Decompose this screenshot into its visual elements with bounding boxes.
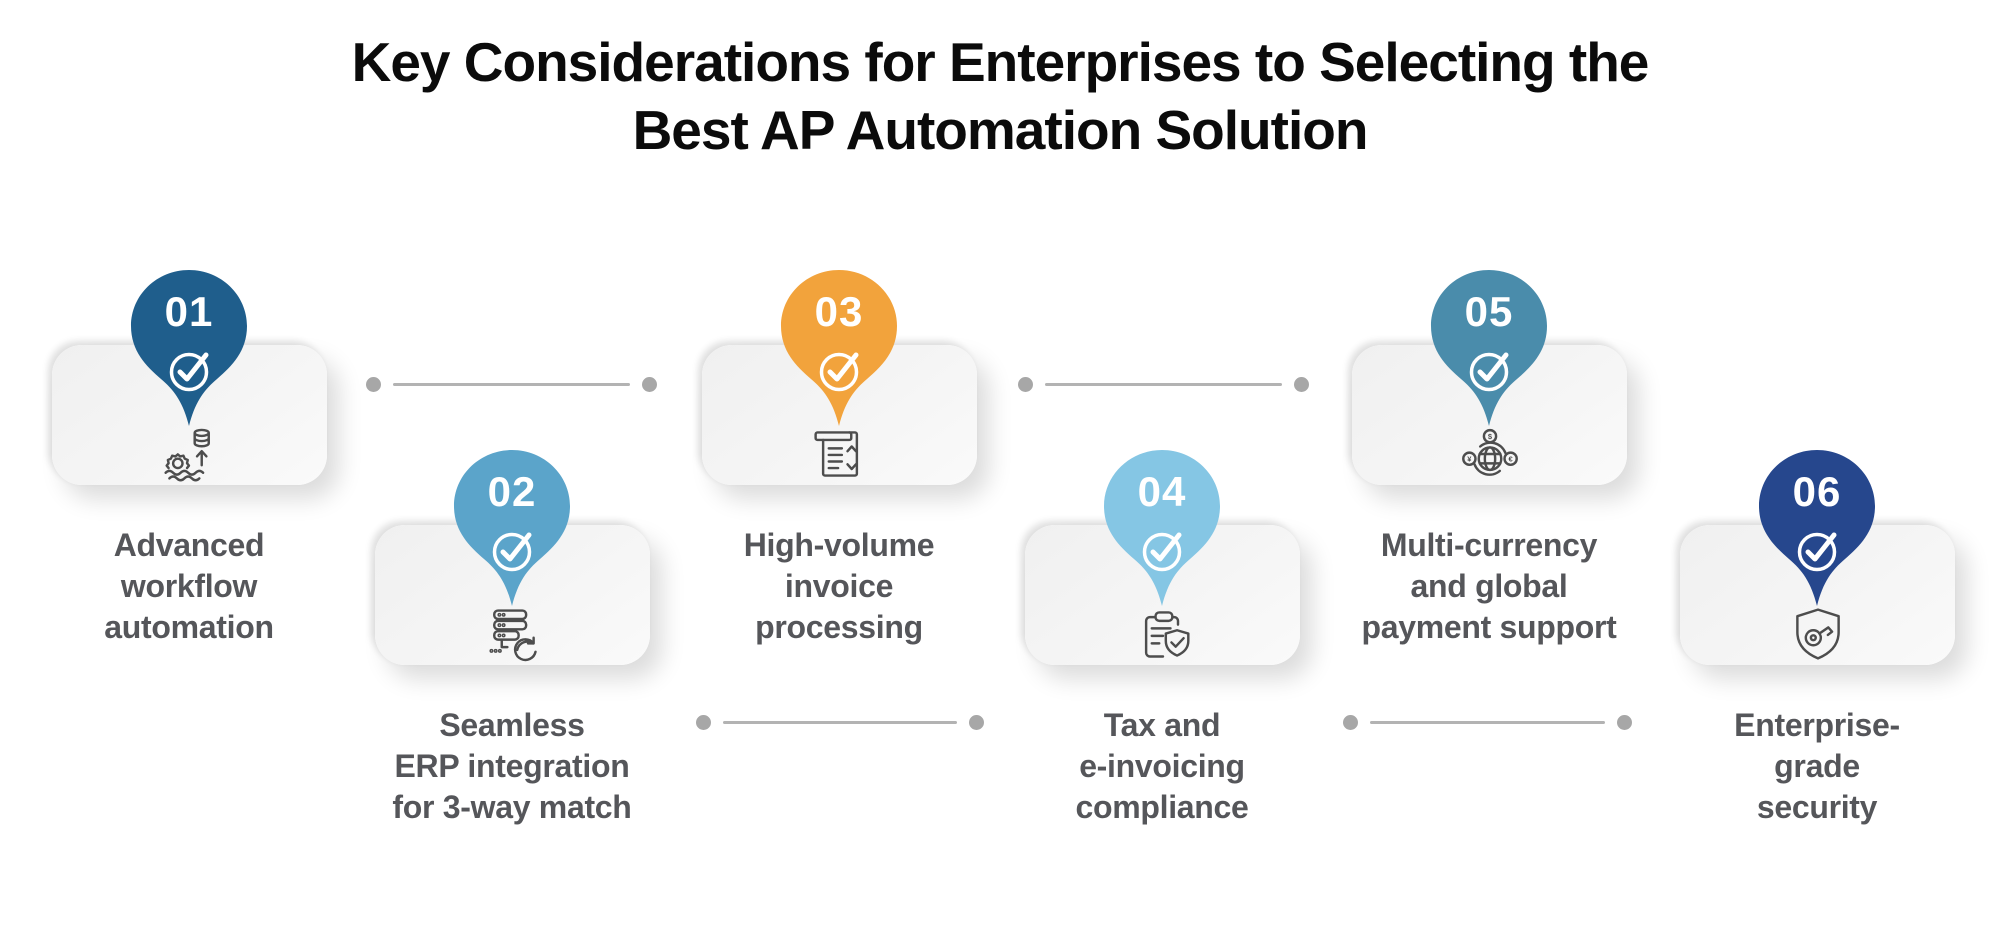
svg-text:¥: ¥ [1467,455,1472,464]
security-shield-key-icon [1788,604,1848,664]
pin-balloon [454,450,570,606]
number-pin: 04 [1102,448,1222,610]
connector-dot-icon [1343,715,1358,730]
number-pin: 01 [129,268,249,430]
pin-balloon [1431,270,1547,426]
step-number: 02 [487,468,537,515]
connector-line [1370,721,1605,724]
connector-dot-icon [696,715,711,730]
connector-dot-icon [1018,377,1033,392]
connector-2-4 [696,715,984,731]
pin-balloon [1759,450,1875,606]
page-title: Key Considerations for Enterprises to Se… [0,28,2000,164]
connector-dot-icon [366,377,381,392]
pin-balloon [1104,450,1220,606]
check-icon [169,352,209,392]
number-pin: 05 [1429,268,1549,430]
tax-compliance-icon [1133,604,1193,664]
check-icon [819,352,859,392]
workflow-automation-icon [160,424,220,484]
check-icon [1797,532,1837,572]
connector-line [393,383,630,386]
erp-integration-icon [483,604,543,664]
number-pin: 03 [779,268,899,430]
global-currency-icon: $ ¥ € [1460,424,1520,484]
step-number: 06 [1792,468,1842,515]
step-label: Enterprise- grade security [1734,707,1900,825]
connector-dot-icon [642,377,657,392]
connector-3-5 [1018,377,1309,393]
step-number: 01 [164,288,214,335]
step-number: 05 [1464,288,1514,335]
page-title-line1: Key Considerations for Enterprises to Se… [351,31,1650,93]
step-number: 04 [1137,468,1187,515]
number-pin: 06 [1757,448,1877,610]
connector-line [1045,383,1282,386]
pin-balloon [781,270,897,426]
connector-line [723,721,957,724]
pin-balloon [131,270,247,426]
check-icon [492,532,532,572]
step-label: Seamless ERP integration for 3-way match [392,707,632,825]
connector-dot-icon [1294,377,1309,392]
step-number: 03 [814,288,864,335]
invoice-processing-icon [810,424,870,484]
svg-text:$: $ [1488,432,1493,441]
connector-4-6 [1343,715,1632,731]
step-label: Tax and e-invoicing compliance [1075,707,1249,825]
connector-1-3 [366,377,657,393]
connector-dot-icon [1617,715,1632,730]
check-icon [1469,352,1509,392]
connector-dot-icon [969,715,984,730]
step-label: Multi-currency and global payment suppor… [1361,527,1617,645]
check-icon [1142,532,1182,572]
number-pin: 02 [452,448,572,610]
page-title-line2: Best AP Automation Solution [632,99,1369,161]
step-label: Advanced workflow automation [104,527,274,645]
step-label: High-volume invoice processing [743,527,935,645]
svg-text:€: € [1509,455,1514,464]
